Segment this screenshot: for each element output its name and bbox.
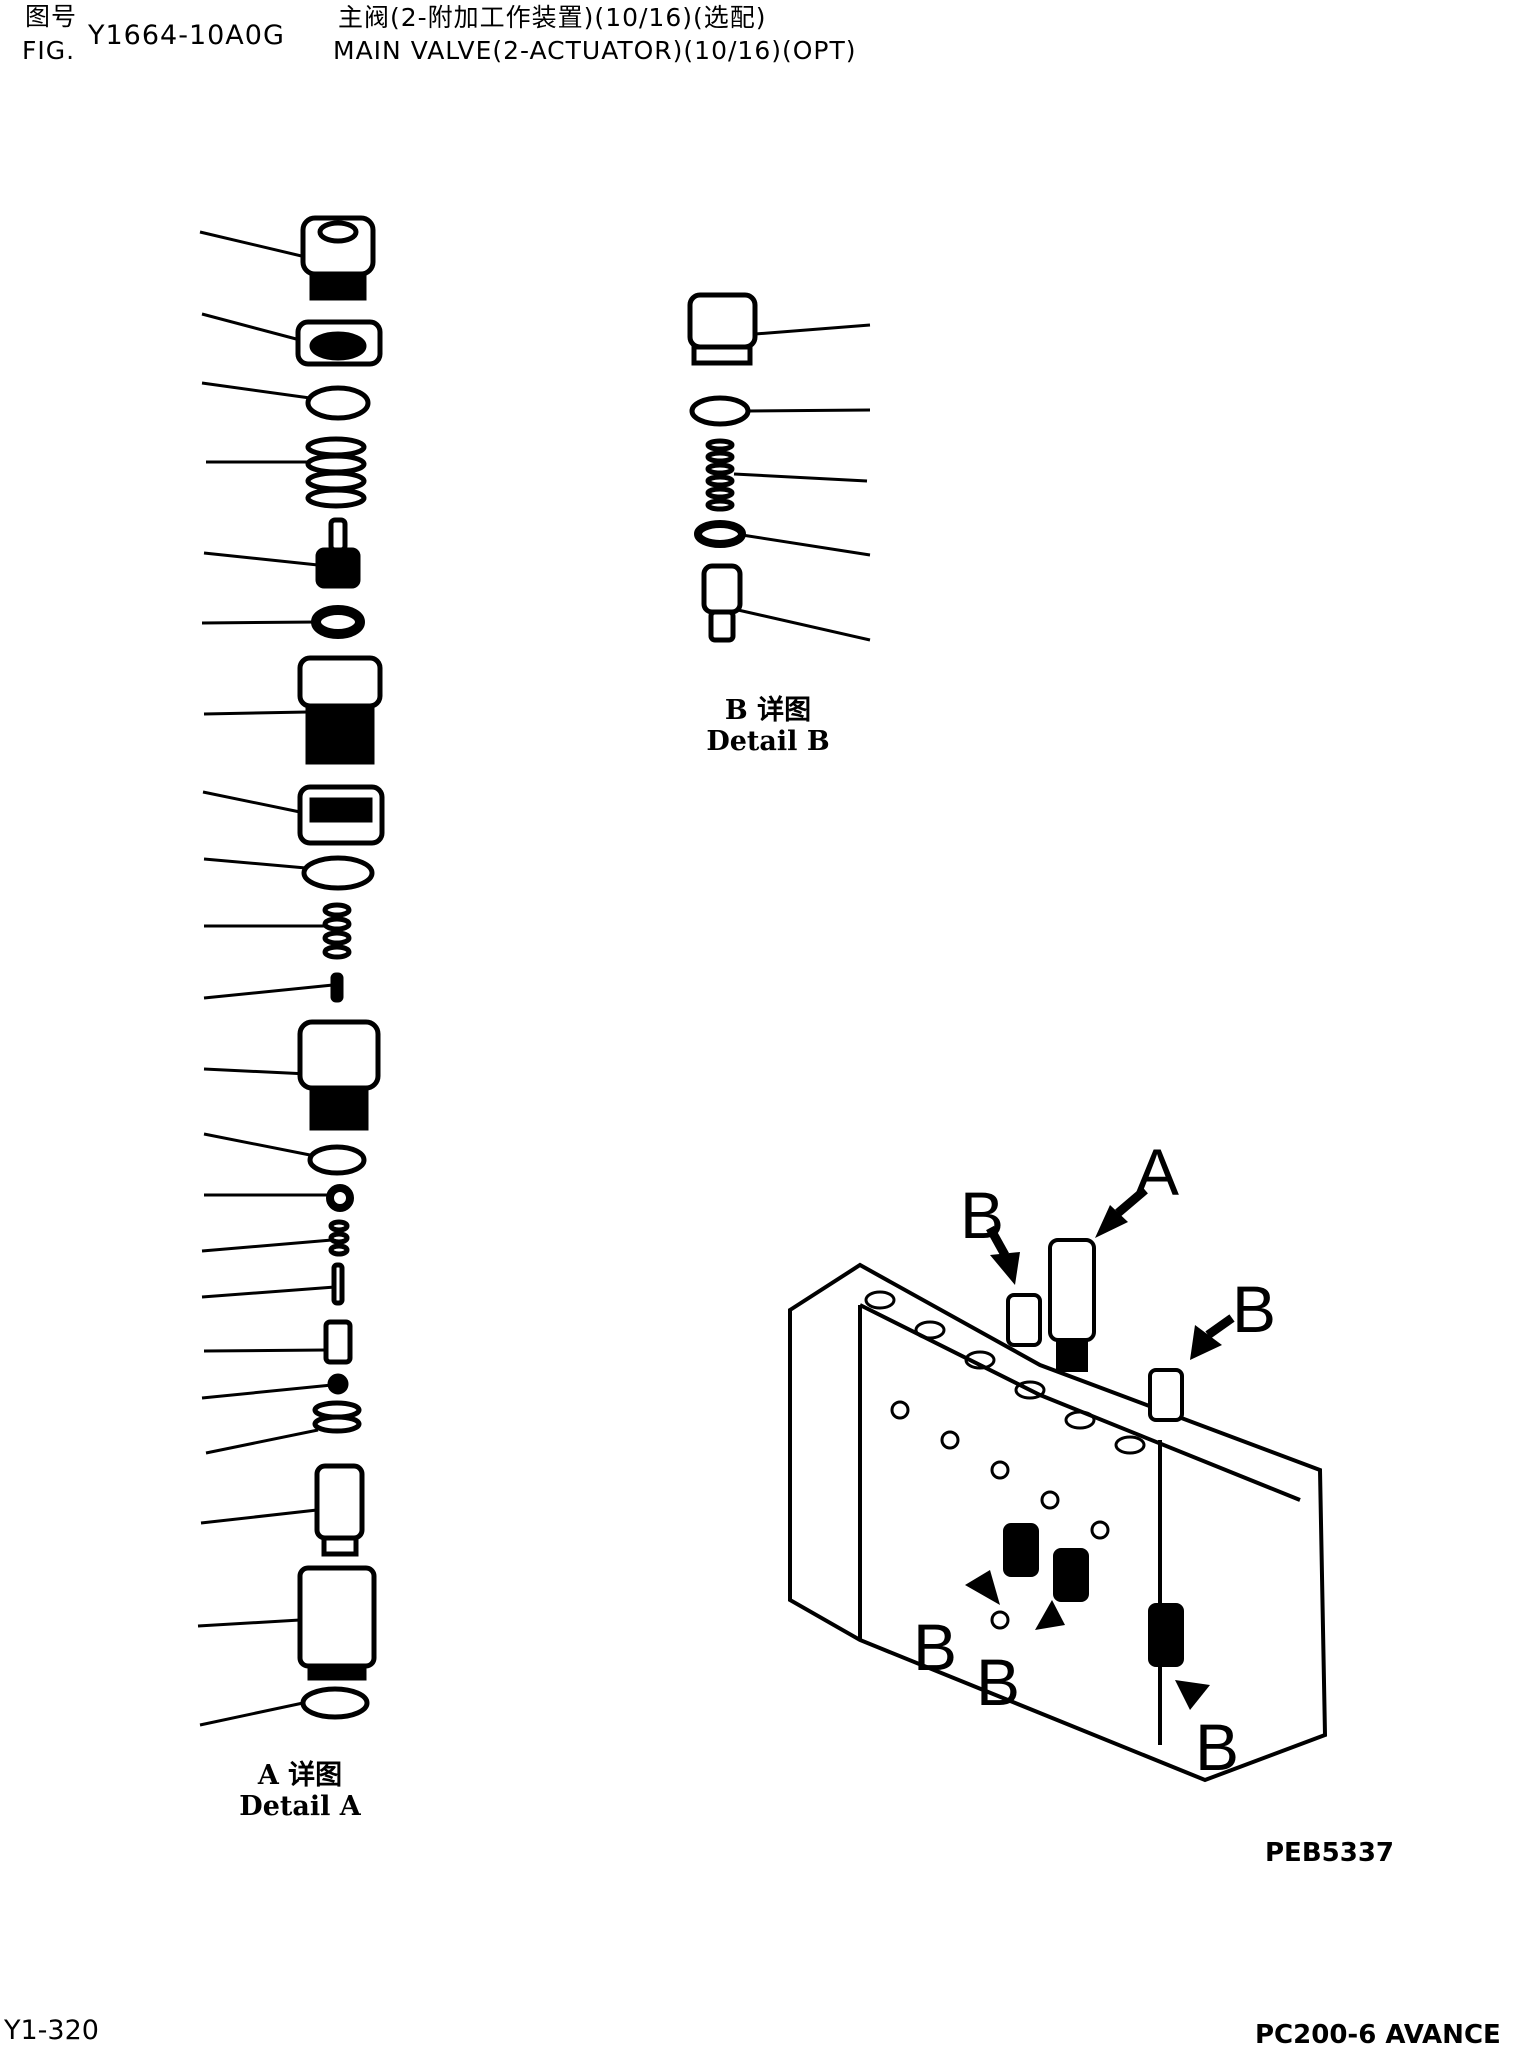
part-a-oring-3 (307, 1144, 367, 1176)
arrow-b5 (1175, 1680, 1210, 1710)
part-a-seal (326, 1184, 354, 1212)
detail-b-leader-lines (733, 323, 871, 642)
part-a-pin (330, 972, 344, 1003)
callout-a: A (1135, 1135, 1179, 1209)
part-b-plug (687, 292, 758, 366)
assembly-plug-3 (1003, 1523, 1039, 1577)
part-a-plug (300, 215, 376, 301)
part-a-oring-4 (300, 1686, 370, 1720)
detail-a-leader-11 (203, 983, 334, 1000)
detail-b-caption-en: Detail B (706, 726, 830, 758)
callout-b1: B (960, 1178, 1004, 1252)
title-cn: 主阀(2-附加工作装置)(10/16)(选配) (338, 3, 767, 32)
page-number: Y1-320 (4, 2015, 99, 2046)
part-a-poppet-1 (315, 517, 361, 589)
part-a-washer-1 (311, 605, 365, 639)
detail-a-caption-en: Detail A (239, 1791, 361, 1823)
arrow-b3 (965, 1570, 1000, 1605)
part-b-washer (694, 520, 746, 548)
part-b-oring-1 (689, 395, 751, 427)
callout-arrows (965, 1186, 1235, 1710)
part-b-spring (705, 438, 735, 512)
reference-code: PEB5337 (1265, 1838, 1394, 1868)
assembly-plug-4 (1053, 1548, 1089, 1602)
detail-a-leader-8 (202, 790, 301, 814)
detail-a-leader-13 (203, 1132, 311, 1157)
detail-b-leader-1 (754, 323, 871, 336)
part-a-spring-1 (305, 436, 367, 509)
detail-a-leader-20 (200, 1508, 318, 1525)
part-a-ball (327, 1373, 349, 1395)
detail-a-leader-5 (203, 551, 319, 567)
detail-a-leader-9 (203, 857, 307, 870)
part-a-sleeve (297, 655, 383, 765)
detail-a-leader-lines (197, 230, 336, 1727)
assembly-relief-valve (1048, 1238, 1096, 1372)
detail-a-leader-21 (197, 1618, 301, 1628)
fig-label-cn: 图号 (25, 2, 78, 31)
detail-b-caption: B 详图 Detail B (668, 695, 868, 757)
detail-a-leader-15 (201, 1238, 333, 1253)
part-a-nut-2 (297, 784, 385, 846)
detail-b-leader-3 (733, 472, 868, 483)
part-a-oring-2 (301, 855, 375, 891)
part-a-spacer (323, 1319, 353, 1365)
part-a-nut (295, 319, 383, 367)
title-en: MAIN VALVE(2-ACTUATOR)(10/16)(OPT) (333, 36, 857, 65)
detail-a-leader-6 (201, 620, 319, 625)
assembly-plug-2 (1148, 1368, 1184, 1422)
detail-a-leader-3 (201, 381, 311, 400)
detail-a-leader-12 (203, 1067, 309, 1076)
detail-a-parts (295, 215, 385, 1720)
part-a-spring-2 (322, 902, 352, 960)
part-a-spring-4 (312, 1400, 362, 1434)
detail-a-leader-19 (205, 1428, 319, 1455)
detail-b-leader-5 (737, 608, 871, 642)
detail-b-caption-cn: B 详图 (724, 695, 812, 726)
callout-b2: B (1232, 1272, 1276, 1346)
detail-a-caption-cn: A 详图 (257, 1760, 343, 1791)
detail-b-leader-2 (747, 408, 871, 413)
assembly-plug-1 (1006, 1293, 1042, 1347)
detail-b-leader-4 (741, 533, 871, 557)
arrow-b2 (1190, 1325, 1222, 1360)
detail-a-leader-17 (203, 1348, 327, 1353)
part-a-housing (297, 1565, 377, 1681)
model-name: PC200-6 AVANCE (1255, 2020, 1501, 2050)
part-a-oring-1 (305, 385, 371, 421)
fig-label-en: FIG. (22, 36, 76, 65)
part-a-pin-2 (331, 1262, 345, 1306)
detail-a-leader-7 (203, 710, 309, 716)
callout-b5: B (1195, 1710, 1239, 1784)
detail-a-leader-18 (201, 1383, 333, 1400)
figure-number: Y1664-10A0G (88, 20, 285, 51)
arrow-b1 (990, 1252, 1020, 1285)
callout-b3: B (913, 1610, 957, 1684)
detail-a-leader-1 (199, 230, 311, 260)
arrow-b4 (1035, 1600, 1065, 1630)
assembly-plug-5 (1148, 1603, 1184, 1667)
arrow-a (1095, 1205, 1128, 1238)
part-a-piston (314, 1463, 365, 1557)
detail-b-parts (687, 292, 758, 643)
detail-a-leader-22 (199, 1701, 304, 1727)
main-valve-assembly (788, 1238, 1328, 1783)
part-a-valve-body (297, 1019, 381, 1131)
detail-a-caption: A 详图 Detail A (200, 1760, 400, 1822)
part-a-spring-3 (328, 1219, 350, 1257)
callout-b4: B (976, 1645, 1020, 1719)
detail-a-leader-16 (201, 1285, 336, 1299)
part-b-poppet (701, 563, 743, 643)
detail-a-leader-2 (201, 312, 301, 342)
